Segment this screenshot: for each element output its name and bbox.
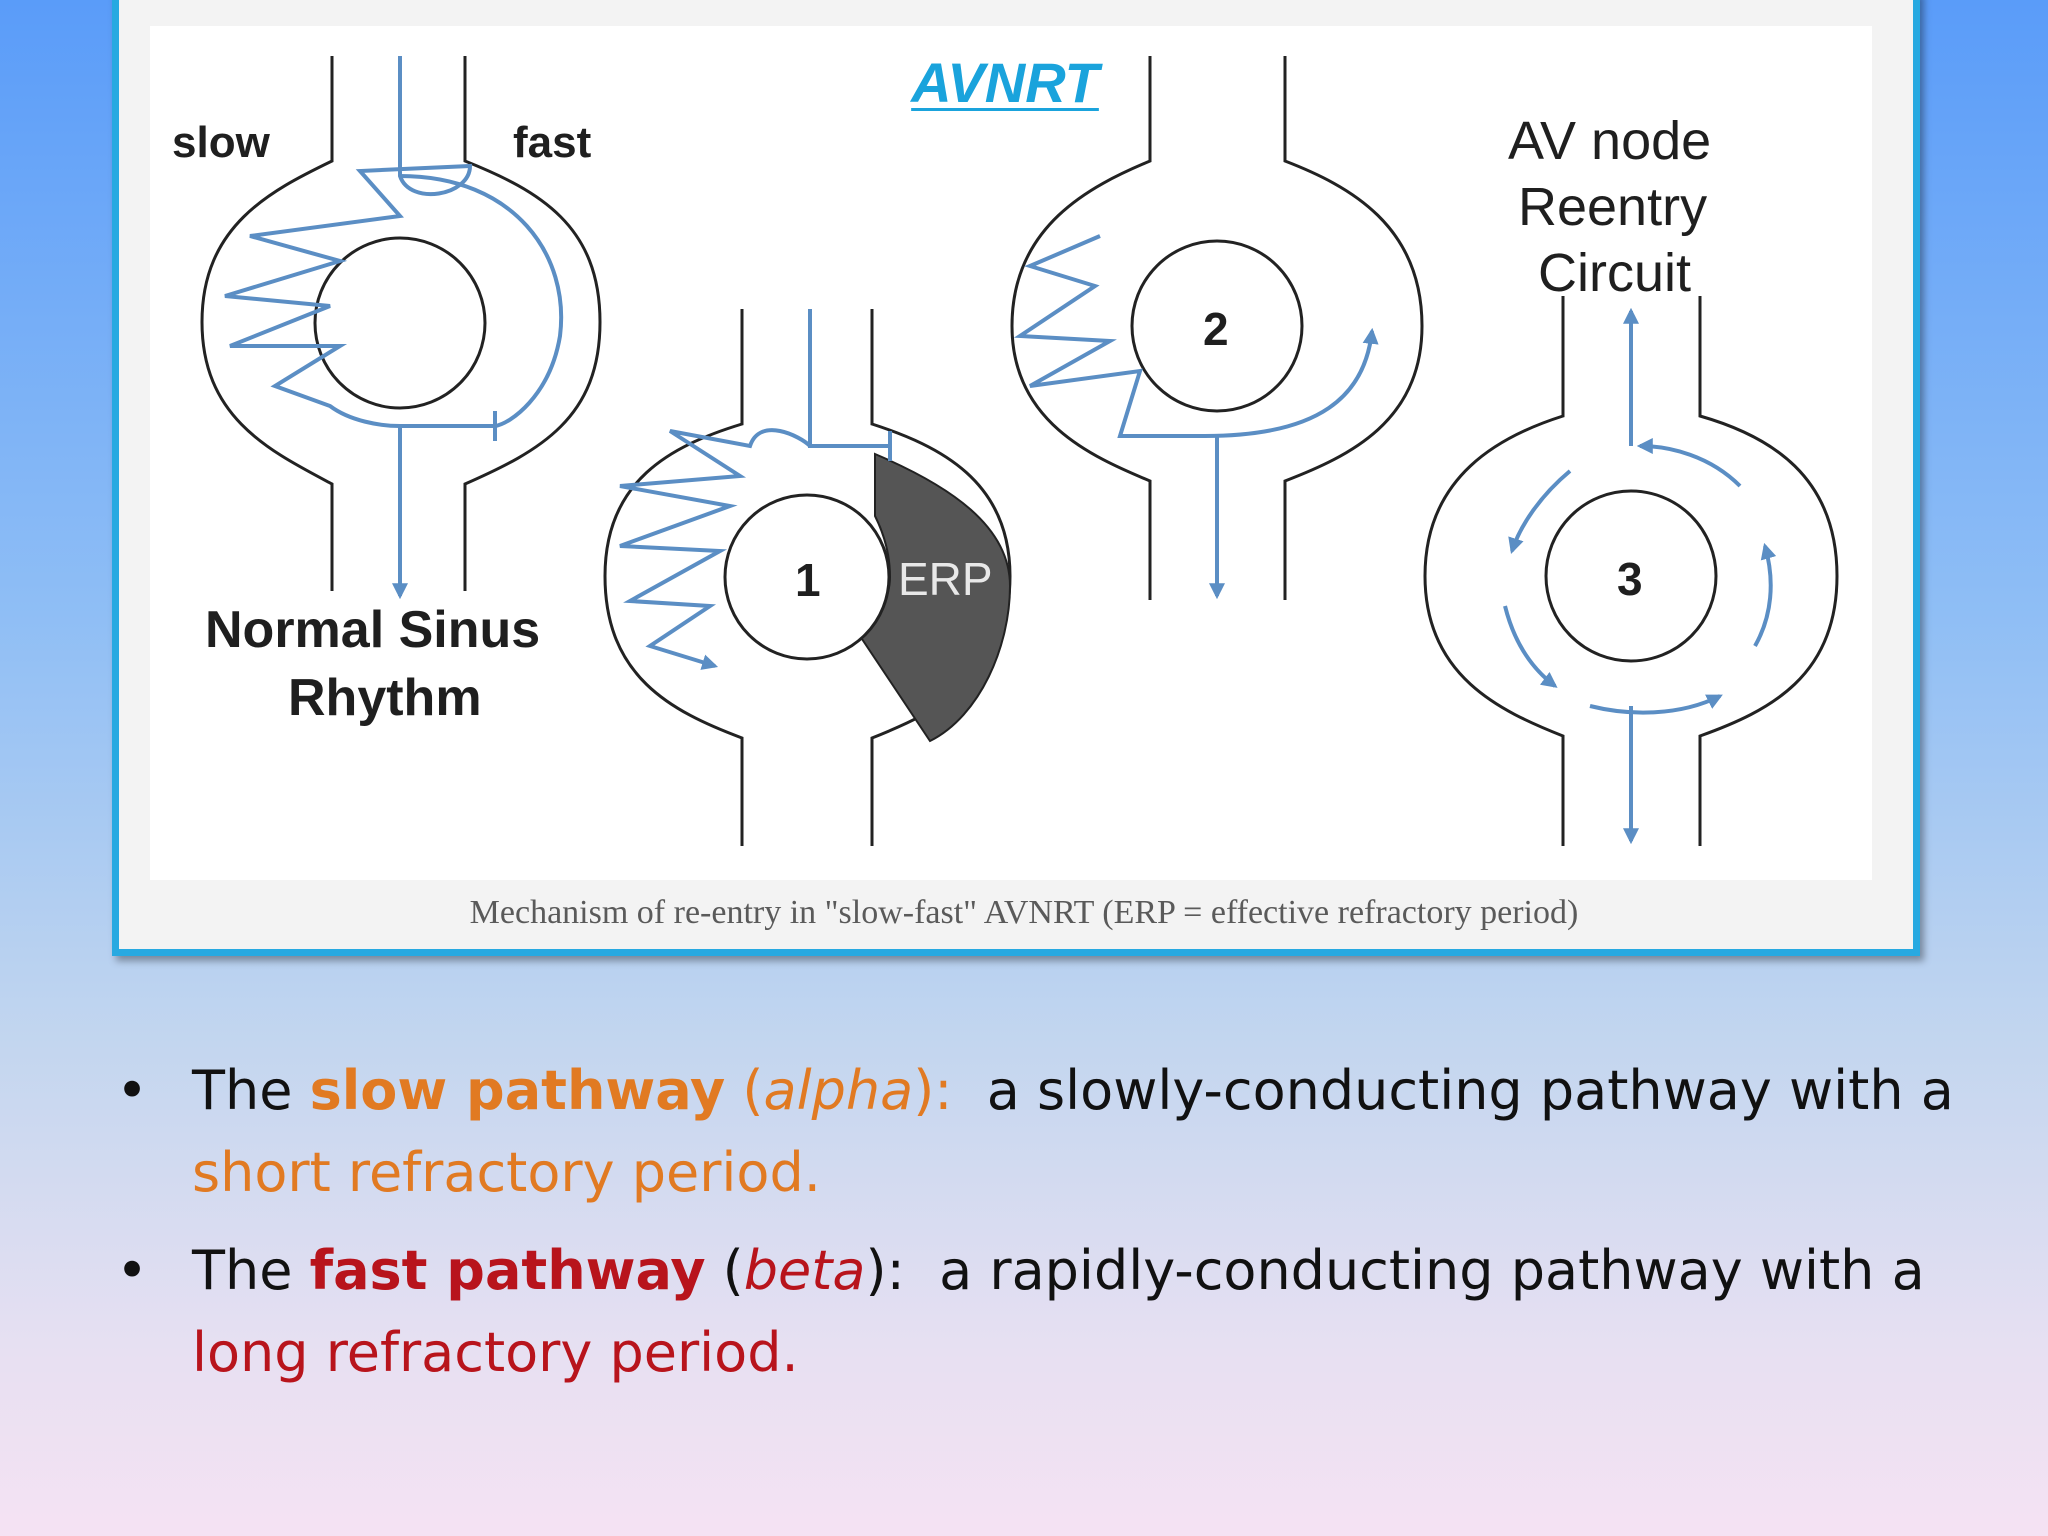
node-normal-sinus-core [313, 236, 487, 410]
short-refractory-highlight: short refractory period. [192, 1141, 821, 1204]
node-stage-3-core [1544, 489, 1718, 663]
label-normal-sinus-1: Normal Sinus [205, 601, 541, 659]
node-stage-1 [603, 309, 1012, 846]
node-stage-3 [1423, 296, 1839, 846]
label-stage-1: 1 [795, 554, 821, 606]
slide-title: AVNRT [911, 51, 1099, 114]
stage-3-circuit-arc-d [1589, 694, 1723, 715]
bullet-list: • The slow pathway (alpha): a slowly-con… [112, 1050, 1992, 1410]
avnrt-diagram [150, 26, 1872, 880]
fast-pathway-arc [399, 174, 564, 428]
long-refractory-highlight: long refractory period. [192, 1321, 799, 1384]
bullet-marker: • [116, 1239, 148, 1302]
node-stage-2-core [1130, 239, 1304, 413]
label-av-node-2: Reentry [1518, 177, 1708, 237]
label-erp: ERP [898, 553, 993, 605]
paren-open: ( [705, 1239, 744, 1302]
stage-3-circuit-arc-b [1508, 469, 1572, 555]
figure-caption: Mechanism of re-entry in "slow-fast" AVN… [469, 894, 1579, 931]
bullet-prefix: The [192, 1239, 310, 1302]
node-normal-sinus-outline [200, 56, 602, 591]
bullet-slow-pathway: • The slow pathway (alpha): a slowly-con… [112, 1050, 1992, 1214]
stage-3-circuit-arc-a [1636, 438, 1742, 488]
node-stage-3-outline [1423, 296, 1839, 846]
paren-open: ( [725, 1059, 764, 1122]
label-fast: fast [513, 118, 592, 167]
bullet-description: a slowly-conducting pathway with a [952, 1059, 1971, 1122]
stage-3-circuit-arc-e [1753, 542, 1777, 647]
bullet-fast-pathway: • The fast pathway (beta): a rapidly-con… [112, 1230, 1992, 1394]
label-stage-3: 3 [1617, 553, 1643, 605]
stage-1-slow-wave [619, 309, 890, 666]
stage-2-reentry-path [1013, 234, 1379, 438]
bullet-marker: • [116, 1059, 148, 1122]
label-av-node-1: AV node [1508, 111, 1712, 171]
bullet-description: a rapidly-conducting pathway with a [904, 1239, 1942, 1302]
paren-close: ): [865, 1239, 905, 1302]
label-av-node-3: Circuit [1538, 243, 1692, 303]
slow-pathway-term: slow pathway [309, 1059, 726, 1122]
alpha-label: alpha [763, 1059, 914, 1122]
node-stage-2 [1010, 56, 1424, 600]
fast-pathway-term: fast pathway [309, 1239, 706, 1302]
node-normal-sinus [200, 56, 602, 600]
node-stage-1-core [723, 493, 891, 661]
label-stage-2: 2 [1203, 303, 1229, 355]
slow-pathway-wave [224, 56, 495, 428]
label-normal-sinus-2: Rhythm [288, 669, 482, 727]
beta-label: beta [743, 1239, 866, 1302]
label-slow: slow [172, 118, 270, 167]
paren-close: ): [913, 1059, 953, 1122]
node-stage-2-outline [1010, 56, 1424, 600]
bullet-prefix: The [192, 1059, 310, 1122]
stage-3-circuit-arc-c [1503, 605, 1558, 688]
